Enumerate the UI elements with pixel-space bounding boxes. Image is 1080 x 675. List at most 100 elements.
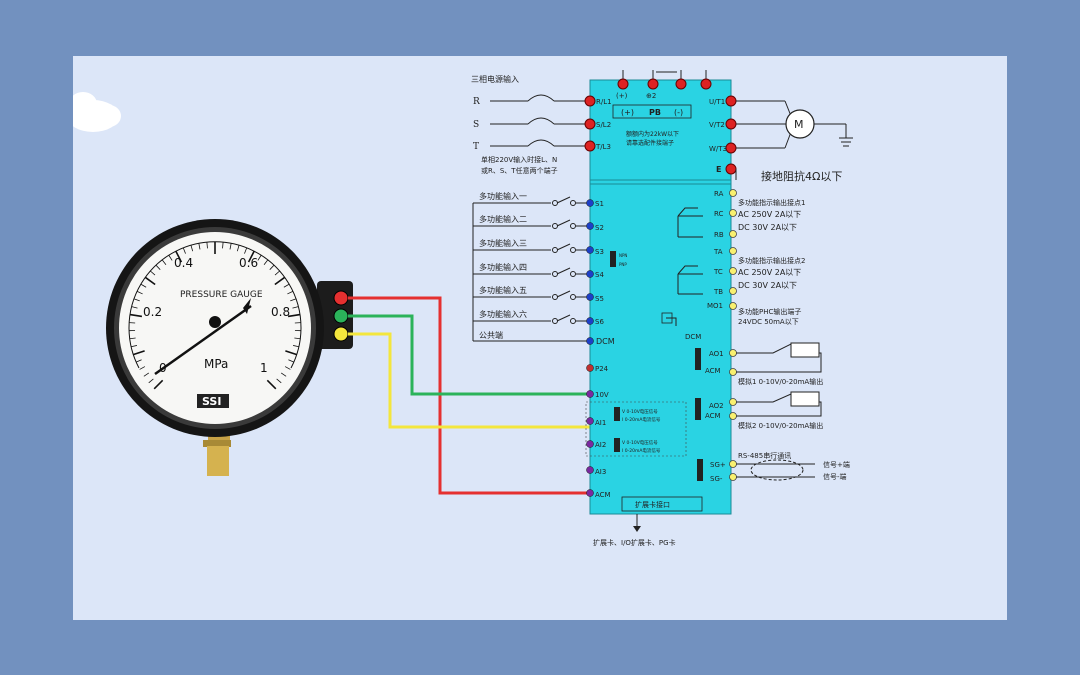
gauge-tick: [131, 306, 138, 309]
gauge-tick: [290, 298, 297, 302]
gauge-tick: [236, 245, 240, 252]
phase-t: T: [473, 142, 479, 152]
term-ao2: AO2: [709, 402, 724, 410]
power-note-1: 单相220V输入时接L、N: [481, 155, 557, 164]
ai1-setting-v: V 0-10V电压信号: [622, 408, 658, 415]
term-sg-minus: SG-: [710, 475, 723, 483]
expansion-note: 扩展卡、I/O扩展卡、PG卡: [593, 538, 676, 547]
terminal-dot: [729, 368, 737, 376]
gauge-tick: [153, 379, 164, 390]
gauge-tick: [148, 378, 154, 384]
terminal-dot: [586, 246, 594, 254]
gauge-tick: [292, 345, 300, 348]
term-u: U/T1: [709, 98, 725, 106]
gauge-tick: [132, 350, 145, 356]
input-label-6: 多功能输入六: [479, 309, 527, 319]
gauge-tick: [285, 350, 298, 356]
gauge-tick: [263, 259, 269, 266]
gauge-tick: [257, 255, 262, 261]
term-ra: RA: [714, 190, 724, 198]
term-s3: S3: [595, 248, 604, 256]
terminal-dot: [586, 199, 594, 207]
terminal-dot: [586, 390, 594, 398]
terminal-dot: [729, 349, 737, 357]
terminal-dot: [729, 209, 737, 217]
terminal-dot: [586, 466, 594, 474]
terminal-dot: [586, 364, 594, 372]
top-term-2: ⊕2: [646, 92, 656, 100]
expansion-label: 扩展卡接口: [635, 500, 670, 509]
signal-pos: 信号+端: [823, 460, 850, 469]
gauge-tick: [135, 359, 142, 363]
top-term-pb: PB: [649, 108, 661, 117]
term-s2: S2: [595, 224, 604, 232]
gauge-needle: [154, 304, 252, 376]
ai1-setting-i: I 0-20mA电流信号: [622, 416, 661, 423]
relay1-line3: DC 30V 2A以下: [738, 223, 797, 232]
rs485-lines: [736, 463, 815, 478]
gauge-tick: [129, 313, 143, 318]
gauge-label-0-8: 0.8: [271, 305, 290, 319]
relay2-line3: DC 30V 2A以下: [738, 281, 797, 290]
cloud-icon: [73, 92, 121, 132]
gauge-logo: SSI: [202, 395, 221, 408]
ai2-setting-v: V 0-10V电压信号: [622, 439, 658, 446]
terminal-dot: [729, 460, 737, 468]
relay2-line2: AC 250V 2A以下: [738, 268, 801, 277]
gauge-tick: [284, 366, 291, 370]
pb-note-1: 额额内为22kW以下: [626, 130, 679, 138]
term-tc: TC: [713, 268, 723, 276]
mo1-line2: 24VDC 50mA以下: [738, 318, 799, 326]
gauge-tick: [133, 298, 140, 302]
gauge-tick: [168, 255, 173, 261]
motor-lines: [735, 100, 853, 180]
input-label-2: 多功能输入二: [479, 214, 527, 224]
terminal-dot: [586, 317, 594, 325]
terminal-dot: [729, 189, 737, 197]
gauge-tick: [287, 313, 301, 318]
gauge-tick: [206, 242, 208, 249]
ai2-setting-i: I 0-20mA电流信号: [622, 447, 661, 454]
gauge-tick: [229, 243, 232, 250]
gauge-label-0-6: 0.6: [239, 256, 258, 270]
svg-text:PNP: PNP: [619, 262, 627, 267]
signal-neg: 信号-端: [823, 472, 847, 481]
term-s6: S6: [595, 318, 604, 326]
ground-note: 接地阻抗4Ω以下: [761, 169, 842, 183]
terminal-dot: [586, 417, 594, 425]
power-title: 三相电源输入: [471, 74, 519, 84]
gauge-tick: [143, 372, 150, 377]
input-label-1: 多功能输入一: [479, 191, 527, 201]
terminal-dot: [729, 412, 737, 420]
expansion-box: [621, 496, 703, 512]
power-note-2: 或R、S、T任意两个端子: [481, 166, 558, 175]
gauge-tick: [294, 337, 301, 340]
gauge-tick: [198, 243, 201, 250]
gauge-tick: [283, 283, 290, 288]
term-rc: RC: [714, 210, 724, 218]
top-terminals: [617, 70, 712, 90]
meter-icon-1: [790, 342, 820, 358]
gauge-tick: [182, 247, 186, 254]
terminal-dot: [586, 489, 594, 497]
gauge-tick: [274, 270, 280, 276]
phase-s: S: [473, 120, 479, 130]
gauge-tick: [129, 337, 136, 340]
terminal-dot: [729, 473, 737, 481]
input-label-common: 公共端: [479, 330, 503, 340]
gauge-tick: [130, 345, 138, 348]
term-t: T/L3: [595, 143, 611, 151]
term-s1: S1: [595, 200, 604, 208]
rs485-note: RS-485串行通讯: [738, 451, 791, 460]
term-e: E: [716, 165, 721, 174]
gauge-tick: [137, 291, 143, 295]
mo1-line1: 多功能PHC输出端子: [738, 307, 801, 316]
gauge-terminal-yellow: [333, 326, 349, 342]
term-rb: RB: [714, 231, 724, 239]
gauge-tick: [244, 247, 248, 254]
phase-r: R: [473, 97, 480, 107]
term-10v: 10V: [595, 391, 609, 399]
term-acm-ao2: ACM: [705, 412, 721, 420]
term-ai2: AI2: [595, 441, 606, 449]
gauge-tick: [222, 242, 224, 249]
